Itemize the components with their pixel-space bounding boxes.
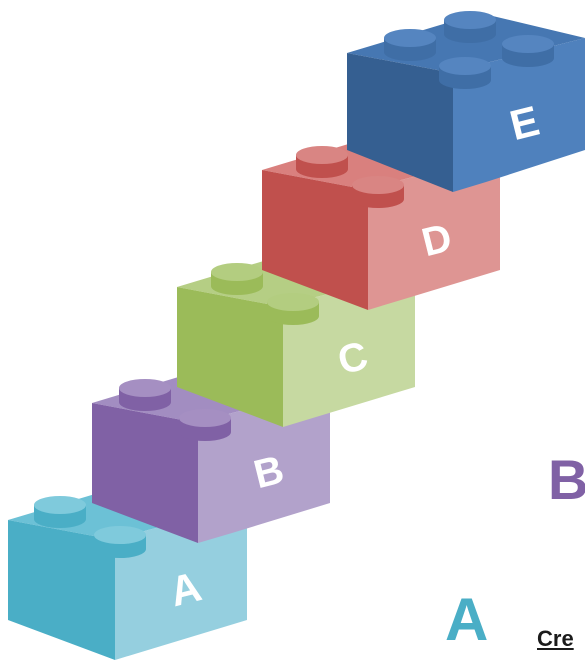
side-letter-a: A [445,586,489,653]
brick-stud-top [384,29,436,47]
brick-front-face [92,403,198,543]
brick-stud-top [296,146,348,164]
brick-stud-top [211,263,263,281]
brick-stud-top [444,11,496,29]
side-letter-b: B [548,448,585,511]
brick-side-face [115,505,247,660]
brick-stud-top [119,379,171,397]
brick-front-face [8,520,115,660]
brick-b: B [92,363,330,543]
brick-stud-top [179,409,231,427]
brick-front-face [177,287,283,427]
brick-e: E [347,11,585,192]
brick-front-face [262,170,368,310]
brick-stud-top [94,526,146,544]
brick-stud-top [502,35,554,53]
brick-front-face [347,53,453,192]
brick-stud-top [267,293,319,311]
brick-stud-top [34,496,86,514]
brick-stud-top [439,57,491,75]
brick-stud-top [352,176,404,194]
brick-a: A [8,480,247,660]
caption-text: Cre [537,626,574,651]
